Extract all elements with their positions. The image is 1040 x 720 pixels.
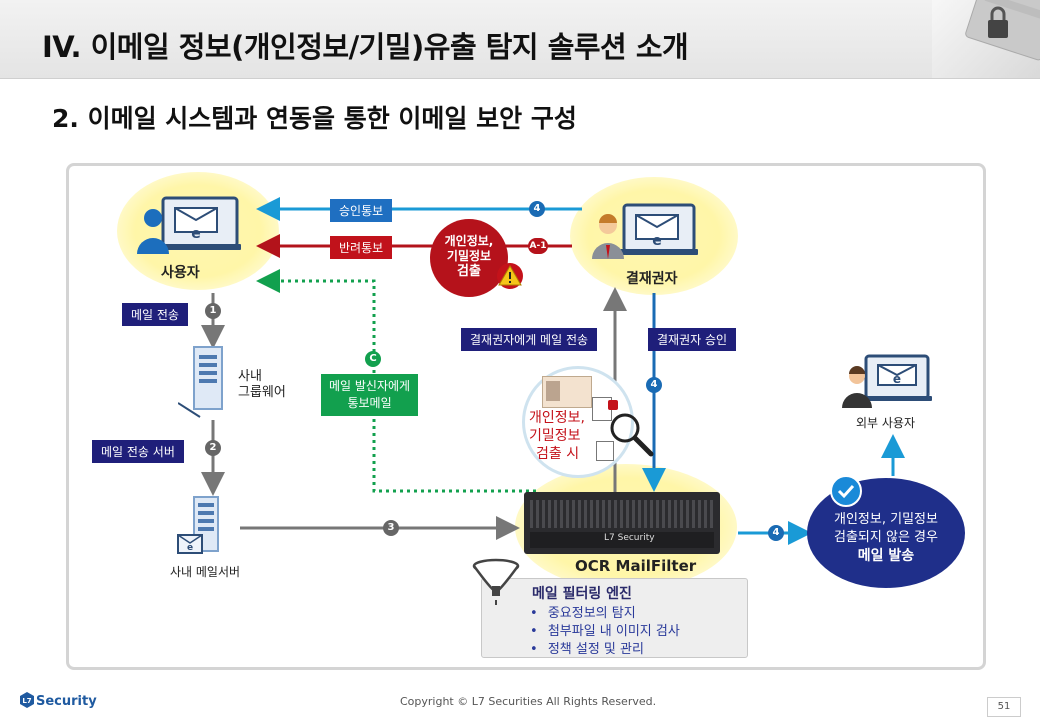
svg-text:e: e	[187, 543, 193, 553]
groupware-server-icon	[177, 345, 238, 424]
approver-label: 결재권자	[626, 271, 678, 287]
magnifier-icon	[607, 410, 655, 462]
detect-badge-line1: 개인정보,	[444, 234, 494, 248]
approver-approve-label: 결재권자 승인	[648, 328, 737, 351]
copyright-text: Copyright © L7 Securities All Rights Res…	[400, 695, 657, 708]
step-4-top: 4	[529, 201, 545, 217]
reject-notice-label: 반려통보	[330, 236, 393, 259]
document-icon-2	[596, 441, 614, 461]
external-user-label: 외부 사용자	[856, 416, 916, 430]
notify-sender-line1: 메일 발신자에게	[329, 379, 411, 393]
page-number: 51	[987, 697, 1021, 717]
groupware-label-line2: 그룹웨어	[238, 385, 286, 400]
title-bar	[0, 0, 1040, 79]
groupware-label-line1: 사내	[238, 369, 262, 384]
company-logo-text: Security	[36, 694, 97, 709]
ocr-server-icon: L7 Security	[524, 492, 720, 554]
mail-server-label: 사내 메일서버	[170, 565, 241, 579]
step-2: 2	[205, 440, 221, 456]
filter-item-3: • 정책 설정 및 관리	[530, 642, 644, 657]
step-4-mid: 4	[646, 377, 662, 393]
approver-icon: e	[592, 203, 702, 265]
detect-circle-line3: 검출 시	[536, 446, 580, 462]
svg-text:e: e	[893, 372, 901, 386]
filter-funnel-icon	[470, 556, 522, 612]
ocr-box-brand: L7 Security	[604, 533, 655, 543]
filter-item-2-text: 첨부파일 내 이미지 검사	[547, 624, 680, 639]
detect-circle-line1: 개인정보,	[529, 410, 585, 426]
approve-notice-label: 승인통보	[330, 199, 393, 222]
detect-circle-line2: 기밀정보	[529, 428, 581, 444]
l7-logo-mark: L7	[18, 691, 36, 713]
mail-send-server-label: 메일 전송 서버	[92, 440, 184, 463]
user-label: 사용자	[161, 265, 200, 281]
filter-engine-title: 메일 필터링 엔진	[532, 586, 632, 602]
mail-server-icon: e	[176, 495, 238, 561]
laptop-lock-image	[932, 0, 1040, 78]
svg-text:e: e	[191, 226, 201, 242]
svg-text:L7: L7	[22, 697, 31, 705]
external-send-line3: 메일 발송	[857, 548, 915, 564]
ocr-label: OCR MailFilter	[575, 557, 697, 575]
send-to-approver-label: 결재권자에게 메일 전송	[461, 328, 598, 351]
groupware-label: 사내 그룹웨어	[238, 369, 286, 401]
detect-badge: 개인정보, 기밀정보 검출	[430, 219, 508, 297]
page-title: IV. 이메일 정보(개인정보/기밀)유출 탐지 솔루션 소개	[42, 30, 689, 64]
id-card-icon	[542, 376, 592, 408]
notify-sender-line2: 통보메일	[347, 396, 392, 410]
check-badge-icon	[829, 474, 863, 512]
filter-engine-box: 메일 필터링 엔진 • 중요정보의 탐지 • 첨부파일 내 이미지 검사 • 정…	[481, 578, 748, 658]
step-a1: A-1	[528, 238, 548, 254]
notify-sender-label: 메일 발신자에게 통보메일	[321, 374, 419, 416]
step-4-right: 4	[768, 525, 784, 541]
filter-item-1-text: 중요정보의 탐지	[547, 606, 636, 621]
svg-text:e: e	[652, 233, 662, 249]
detect-badge-line2: 기밀정보	[446, 249, 492, 263]
warning-icon	[495, 262, 525, 294]
section-subtitle: 2. 이메일 시스템과 연동을 통한 이메일 보안 구성	[52, 104, 577, 133]
step-c: C	[365, 351, 381, 367]
user-icon: e	[135, 196, 255, 260]
filter-item-1: • 중요정보의 탐지	[530, 606, 636, 621]
filter-item-3-text: 정책 설정 및 관리	[547, 642, 644, 657]
external-send-badge: 개인정보, 기밀정보 검출되지 않은 경우 메일 발송	[807, 478, 965, 588]
shield-icon	[608, 400, 618, 410]
external-user-icon: e	[842, 354, 932, 412]
mail-send-label: 메일 전송	[122, 303, 188, 326]
detect-badge-line3: 검출	[457, 264, 481, 279]
external-send-line2: 검출되지 않은 경우	[834, 530, 938, 545]
external-send-line1: 개인정보, 기밀정보	[834, 512, 938, 527]
step-1: 1	[205, 303, 221, 319]
filter-item-2: • 첨부파일 내 이미지 검사	[530, 624, 680, 639]
step-3: 3	[383, 520, 399, 536]
detect-circle-text: 개인정보, 기밀정보 검출 시	[529, 409, 585, 463]
